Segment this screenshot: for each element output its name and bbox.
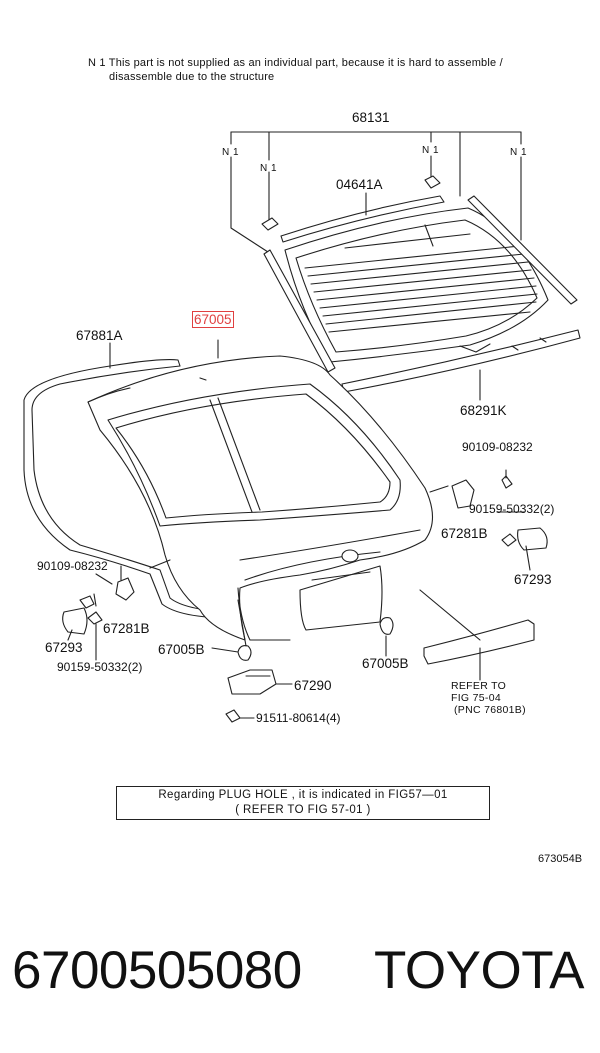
- leader-lines: [93, 559, 171, 607]
- label-67290[interactable]: 67290: [294, 678, 332, 693]
- label-n1-d: N 1: [510, 147, 528, 158]
- label-67281B-left[interactable]: 67281B: [103, 621, 150, 636]
- label-68131[interactable]: 68131: [352, 110, 390, 125]
- label-n1-a: N 1: [222, 147, 240, 158]
- glass-clips: [261, 175, 441, 231]
- refer-line1: REFER TO: [451, 680, 507, 692]
- lower-moulding-68291K: [341, 329, 581, 401]
- plug-hole-line1: Regarding PLUG HOLE , it is indicated in…: [158, 789, 448, 801]
- plug-hole-line2[interactable]: ( REFER TO FIG 57-01 ): [235, 804, 371, 816]
- label-67293-left[interactable]: 67293: [45, 640, 83, 655]
- stay-brackets: [79, 469, 525, 609]
- weatherstrip-67881A: [23, 342, 233, 619]
- label-n1-c: N 1: [422, 145, 440, 156]
- refer-line3: (PNC 76801B): [454, 704, 526, 716]
- label-67281B-right[interactable]: 67281B: [441, 526, 488, 541]
- label-90159-50332-left[interactable]: 90159-50332(2): [57, 660, 143, 674]
- lower-hinge-67290: [225, 669, 293, 723]
- hinge-67293: [62, 527, 548, 661]
- note-n1-line1: N 1 This part is not supplied as an indi…: [88, 57, 503, 69]
- figure-code: 673054B: [538, 853, 583, 865]
- note-n1-line2: disassemble due to the structure: [109, 71, 275, 83]
- label-68291K[interactable]: 68291K: [460, 403, 507, 418]
- label-90109-08232-right[interactable]: 90109-08232: [462, 440, 533, 454]
- label-67005B-right[interactable]: 67005B: [362, 656, 409, 671]
- label-n1-b: N 1: [260, 163, 278, 174]
- plug-hole-note-box: Regarding PLUG HOLE , it is indicated in…: [116, 786, 490, 820]
- side-mouldings: [263, 195, 578, 373]
- label-67005B-left[interactable]: 67005B: [158, 642, 205, 657]
- brand-name: TOYOTA: [374, 941, 585, 1000]
- label-04641A[interactable]: 04641A: [336, 177, 383, 192]
- label-90159-50332-right[interactable]: 90159-50332(2): [469, 502, 555, 516]
- garnish-76801B: [419, 589, 535, 681]
- part-caption: 6700505080 TOYOTA: [12, 936, 590, 1006]
- label-67293-right[interactable]: 67293: [514, 572, 552, 587]
- cushion-67005B: [211, 599, 394, 661]
- bracket-68131: [230, 131, 522, 253]
- label-67881A[interactable]: 67881A: [76, 328, 123, 343]
- refer-line2[interactable]: FIG 75-04: [451, 692, 501, 704]
- back-door-67005: [87, 339, 449, 641]
- label-67005-highlighted[interactable]: 67005: [192, 311, 234, 328]
- label-91511-80614[interactable]: 91511-80614(4): [256, 711, 341, 725]
- moulding-04641A: [280, 192, 445, 243]
- part-number: 6700505080: [12, 941, 302, 1000]
- label-90109-08232-left[interactable]: 90109-08232: [37, 559, 108, 573]
